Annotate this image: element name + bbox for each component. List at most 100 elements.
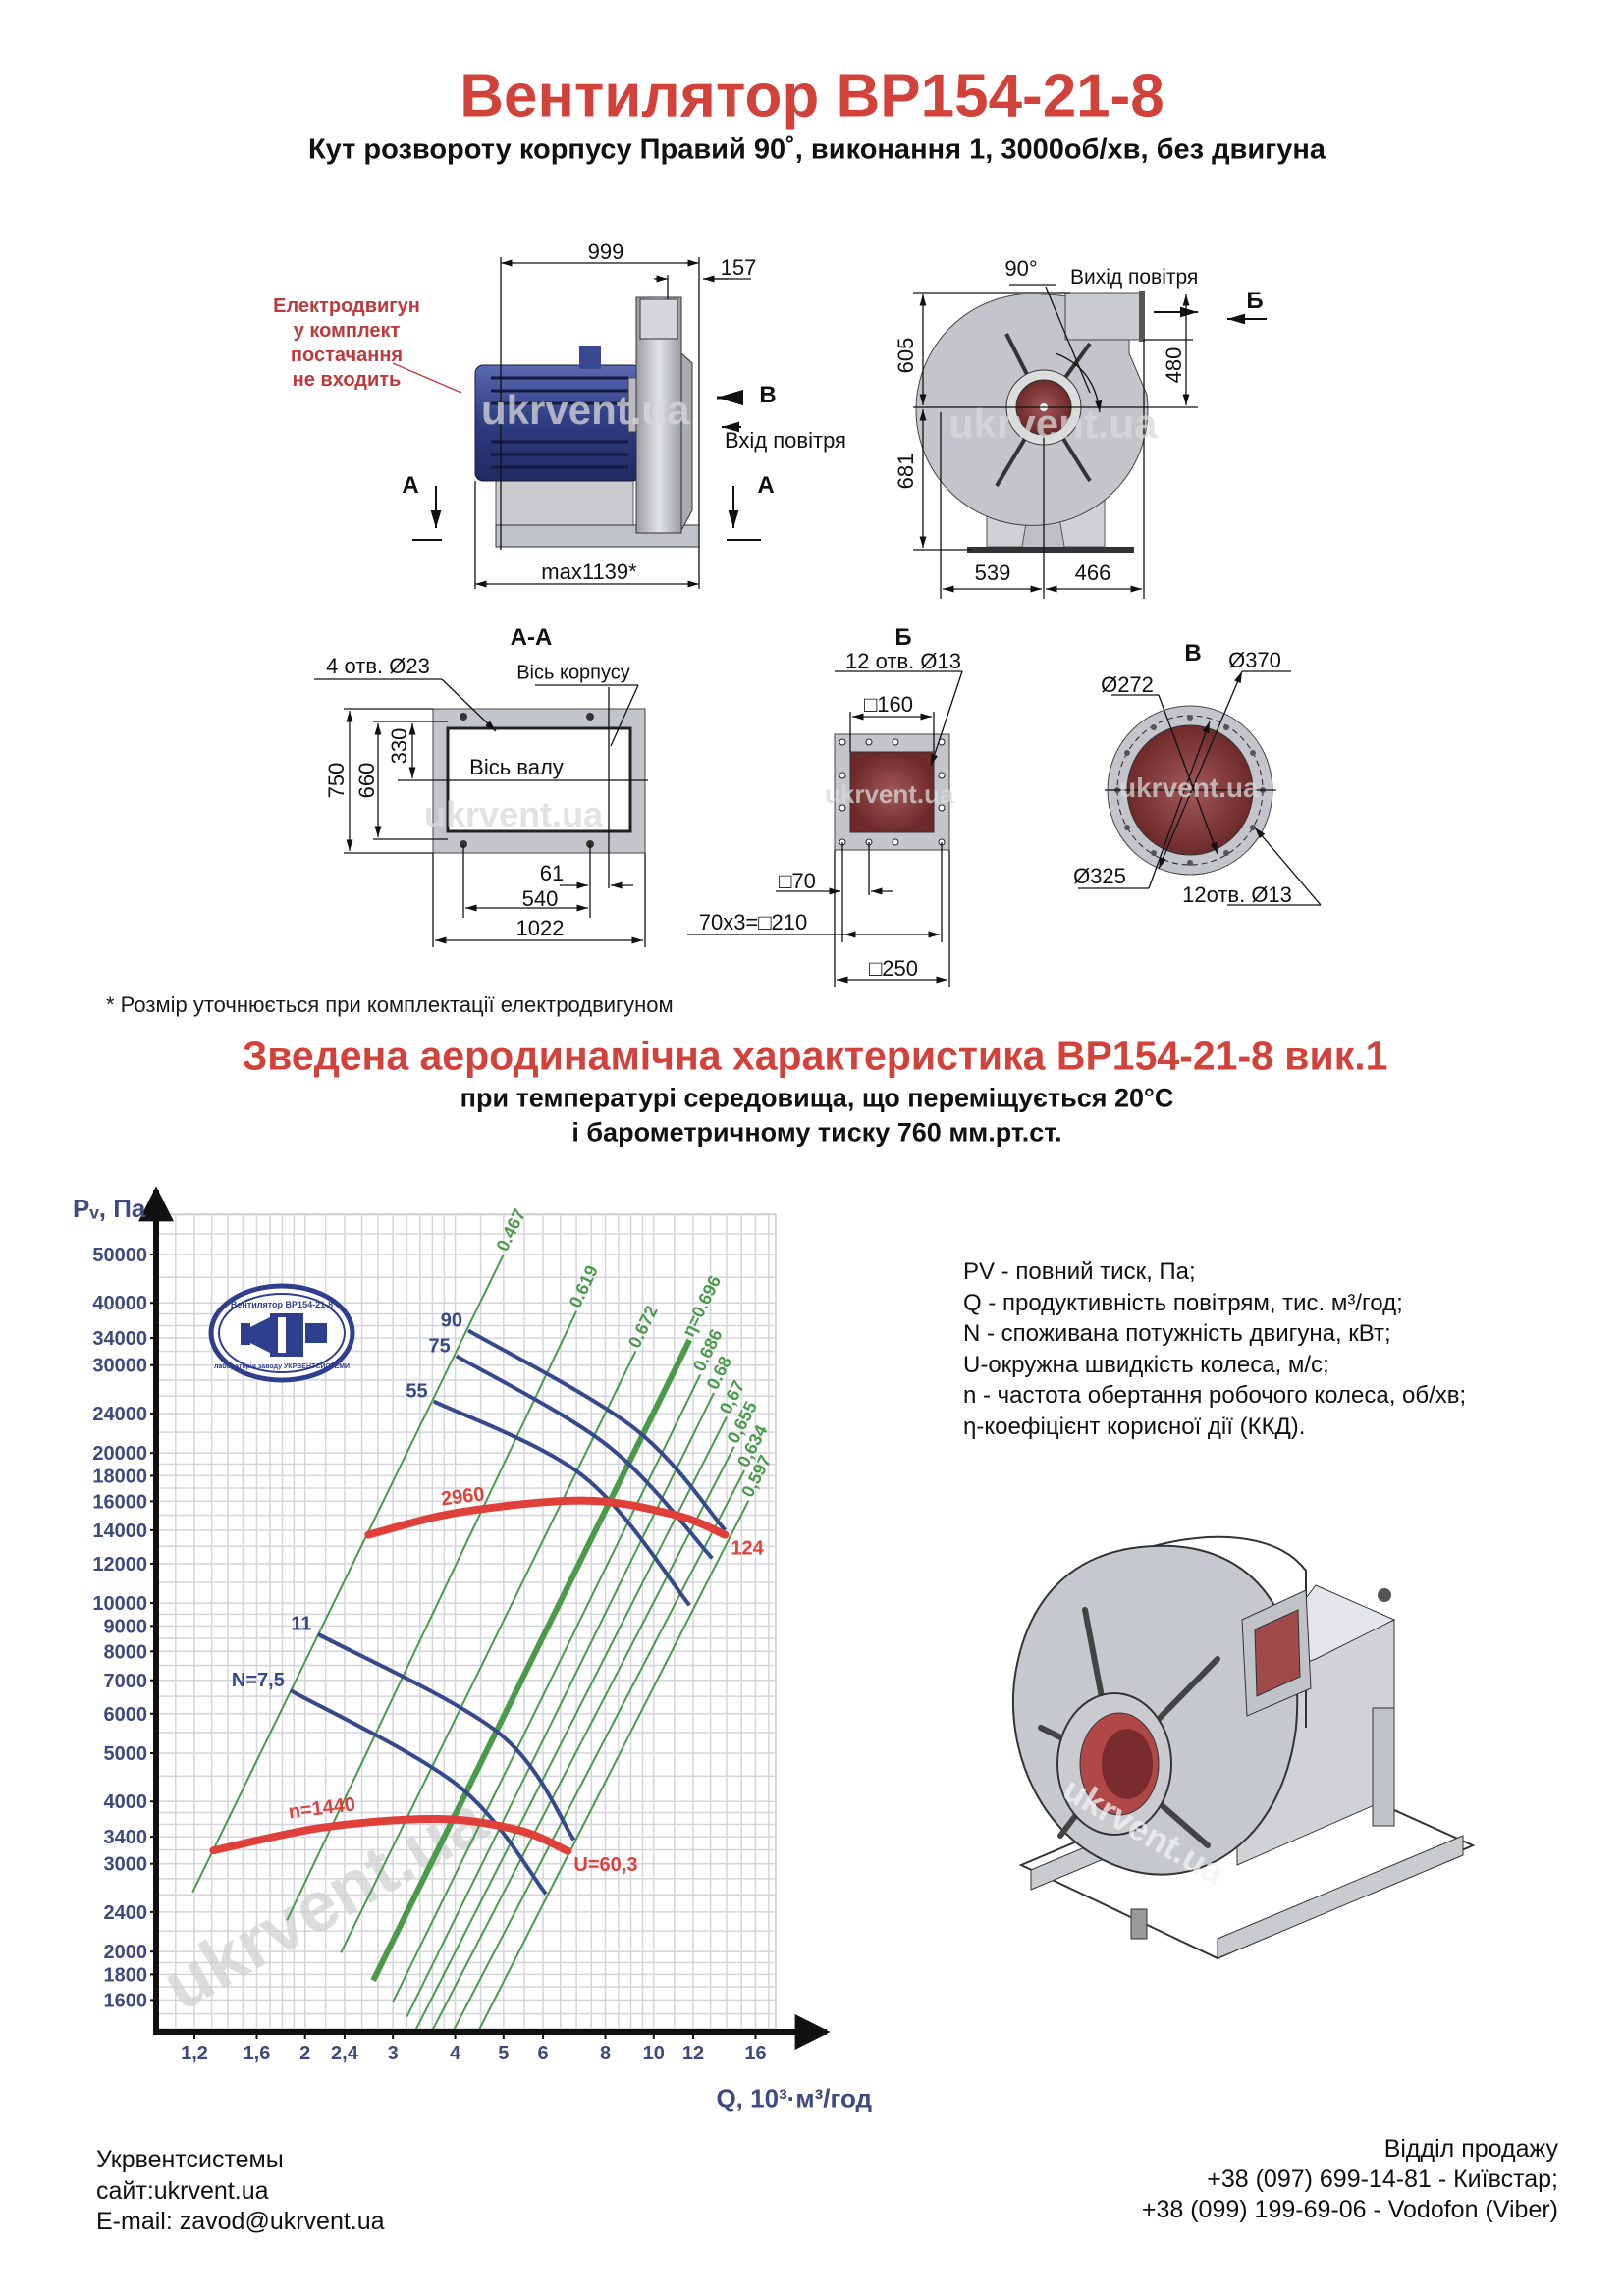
legend-item: Q - продуктивність повітрям, тис. м³/год… (963, 1289, 1403, 1316)
motor-note-line: у комплект постачання (290, 320, 404, 366)
dim-250: □250 (869, 956, 918, 981)
speed-curve-end-label: 124 (731, 1538, 764, 1560)
y-tick-label: 4000 (104, 1791, 148, 1813)
power-curve (316, 1631, 576, 1842)
power-curve (466, 1328, 727, 1532)
front-view-drawing (913, 284, 1267, 599)
dim-999: 999 (587, 240, 624, 264)
angle-90: 90° (1004, 256, 1038, 281)
x-axis-label: Q, 10³·м³/год (716, 2083, 872, 2113)
y-tick-label: 34000 (92, 1328, 147, 1350)
x-tick-label: 12 (682, 2043, 704, 2064)
y-tick-label: 10000 (92, 1593, 147, 1615)
lab-stamp: Вентилятор ВР154-21-8 лабораторія заводу… (208, 1283, 355, 1383)
view-b-marker: В (759, 382, 777, 408)
flange-b-drawing (687, 670, 963, 987)
y-tick-label: 30000 (92, 1356, 147, 1377)
y-tick-label: 20000 (92, 1443, 147, 1465)
company-email[interactable]: E-mail: zavod@ukrvent.ua (96, 2208, 385, 2235)
power-curve-label: 55 (406, 1380, 427, 1402)
page-title: Вентилятор ВР154-21-8 (460, 62, 1164, 131)
section-aa-drawing (314, 678, 648, 947)
watermark-aa: ukrvent.ua (424, 794, 604, 834)
x-tick-label: 1,6 (244, 2043, 271, 2064)
efficiency-label: 0.672 (624, 1303, 662, 1351)
y-tick-label: 12000 (92, 1554, 147, 1575)
power-curve-label: N=7,5 (232, 1670, 285, 1691)
dim-160: □160 (864, 692, 913, 717)
efficiency-line (392, 1374, 702, 2002)
power-curve-label: 90 (441, 1309, 462, 1331)
fan-3d-illustration (1011, 1535, 1476, 1960)
dim-539: 539 (974, 561, 1011, 585)
dim-325: Ø325 (1073, 864, 1126, 888)
power-curve (432, 1399, 691, 1607)
legend-item: U-окружна швидкість колеса, м/с; (963, 1351, 1329, 1378)
power-curve (455, 1354, 714, 1560)
section-a-left: А (402, 472, 419, 499)
dim-272: Ø272 (1101, 672, 1154, 697)
y-tick-label: 18000 (92, 1466, 147, 1487)
legend-item: η-коефіцієнт корисної дії (ККД). (963, 1413, 1306, 1440)
y-tick-label: 1800 (104, 1964, 148, 1986)
air-inlet-label: Вхід повітря (725, 428, 846, 453)
efficiency-line (477, 1500, 750, 2031)
y-tick-label: 7000 (104, 1671, 148, 1692)
y-tick-label: 2000 (104, 1942, 148, 1963)
legend-item: PV - повний тиск, Па; (963, 1258, 1196, 1285)
housing-axis: Вісь корпусу (516, 662, 630, 684)
y-axis-label: Pᵥ, Па (73, 1194, 146, 1223)
efficiency-line (370, 1338, 692, 1982)
air-outlet-label: Вихід повітря (1070, 266, 1199, 289)
x-tick-label: 1,2 (181, 2043, 208, 2064)
watermark-v: ukrvent.ua (1119, 773, 1259, 803)
y-tick-label: 5000 (104, 1743, 148, 1765)
x-tick-label: 2 (299, 2043, 310, 2064)
efficiency-line (191, 1254, 505, 1894)
flange-b-title: Б (894, 624, 912, 651)
power-curve-label: 75 (428, 1335, 450, 1357)
dim-1022: 1022 (515, 916, 565, 940)
stamp-top-text: Вентилятор ВР154-21-8 (231, 1300, 333, 1309)
section-a-right: А (757, 472, 775, 499)
y-tick-label: 24000 (92, 1404, 147, 1425)
dim-370: Ø370 (1228, 648, 1281, 672)
company-name: Укрвентсистемы (96, 2146, 284, 2173)
characteristic-title: Зведена аеродинамічна характеристика ВР1… (242, 1033, 1388, 1079)
watermark-front: ukrvent.ua (948, 400, 1158, 447)
company-site[interactable]: сайт:ukrvent.ua (96, 2176, 269, 2205)
motor-note-line: не входить (292, 369, 402, 391)
footer-sales: Відділ продажу +38 (097) 699-14-81 - Киї… (1142, 2134, 1558, 2225)
watermark-b: ukrvent.ua (825, 779, 954, 809)
axis-ticks: 5000040000340003000024000200001800016000… (92, 1245, 766, 2064)
terminal-box (579, 346, 601, 369)
dim-61: 61 (539, 861, 565, 885)
y-tick-label: 40000 (92, 1293, 147, 1314)
motor-note: Електродвигун у комплект постачання не в… (263, 294, 430, 393)
section-aa-title: А-А (510, 624, 553, 651)
speed-curve-end-label: U=60,3 (573, 1854, 637, 1876)
y-tick-label: 50000 (92, 1245, 147, 1266)
dim-70: □70 (779, 869, 816, 893)
chart-axes (138, 1186, 831, 2050)
sales-phone-vodafone[interactable]: +38 (099) 199-69-06 - Vodofon (Viber) (1141, 2196, 1558, 2223)
x-tick-label: 3 (388, 2043, 399, 2064)
stamp-bottom-text: лабораторія заводу УКРВЕНТСИСТЕМИ (214, 1362, 350, 1370)
efficiency-line (286, 1310, 577, 1921)
x-tick-label: 2,4 (331, 2043, 359, 2064)
characteristic-line2: і барометричному тиску 760 мм.рт.ст. (571, 1117, 1062, 1148)
speed-curve-label: n=1440 (288, 1793, 357, 1823)
chart-legend: PV - повний тиск, Па; Q - продуктивність… (963, 1256, 1466, 1442)
side-view-drawing (392, 257, 761, 589)
watermark-side: ukrvent.ua (481, 387, 690, 433)
y-tick-label: 14000 (92, 1521, 147, 1542)
speed-curve-label: 2960 (440, 1483, 486, 1510)
x-tick-label: 10 (643, 2043, 665, 2064)
x-tick-label: 6 (538, 2043, 549, 2064)
x-tick-label: 5 (498, 2043, 509, 2064)
dim-max-1139: max1139* (541, 560, 637, 584)
sales-phone-kyivstar[interactable]: +38 (097) 699-14-81 - Київстар; (1207, 2165, 1558, 2193)
y-tick-label: 8000 (104, 1641, 148, 1663)
